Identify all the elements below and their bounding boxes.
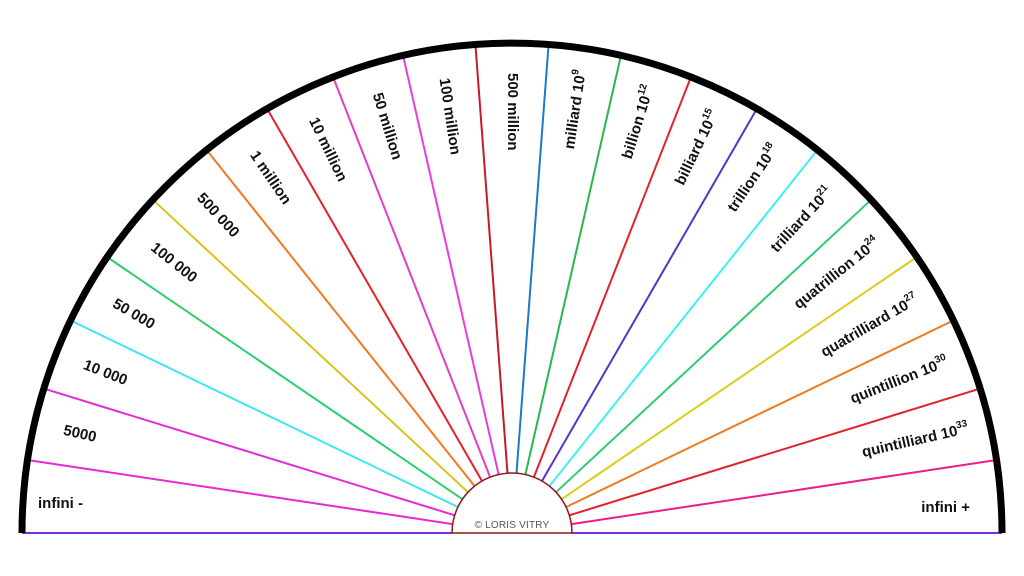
divider-line — [332, 76, 492, 478]
sector-label: billion 1012 — [617, 82, 658, 161]
svg-text:quatrilliard 1027: quatrilliard 1027 — [817, 289, 922, 361]
svg-text:100 million: 100 million — [436, 77, 464, 156]
divider-line — [27, 459, 453, 526]
divider-line — [561, 256, 918, 501]
sector-label: 500 million — [504, 73, 521, 151]
sector-label: quatrilliard 1027 — [817, 289, 922, 361]
divider-lines — [22, 44, 1002, 534]
divider-line — [569, 387, 981, 517]
divider-line — [402, 55, 500, 475]
left-end-label: infini - — [38, 495, 83, 512]
svg-text:5000: 5000 — [62, 422, 98, 446]
divider-line — [205, 149, 476, 487]
divider-line — [548, 149, 819, 487]
svg-text:trilliard 1021: trilliard 1021 — [766, 182, 837, 256]
credit-text: © LORIS VITRY — [475, 520, 550, 531]
right-end-label: infini + — [921, 499, 970, 516]
sector-label: 100 million — [436, 77, 464, 156]
divider-line — [43, 387, 455, 517]
sector-label: 10 000 — [81, 356, 130, 389]
outer-arc — [18, 39, 1006, 534]
svg-text:1 million: 1 million — [246, 148, 294, 208]
divider-line — [565, 319, 954, 508]
sector-label: 1 million — [246, 148, 294, 208]
sector-label: 50 million — [369, 91, 406, 162]
sector-label: 10 million — [305, 115, 350, 185]
sector-label: quintillion 1030 — [847, 351, 951, 407]
svg-text:100 000: 100 000 — [147, 239, 200, 286]
divider-line — [70, 319, 459, 508]
svg-text:billion 1012: billion 1012 — [617, 82, 658, 161]
divider-line — [555, 198, 872, 493]
svg-text:billiard 1015: billiard 1015 — [670, 106, 723, 188]
svg-text:10 million: 10 million — [305, 115, 350, 185]
sector-label: 50 000 — [110, 295, 158, 333]
divider-line — [524, 55, 622, 475]
sector-label: quintilliard 1033 — [860, 418, 971, 461]
sector-label: billiard 1015 — [670, 106, 723, 188]
divider-line — [532, 76, 692, 478]
sector-label: 500 000 — [193, 190, 242, 241]
divider-line — [152, 198, 469, 493]
sector-label: 100 000 — [147, 239, 200, 286]
svg-text:500 million: 500 million — [504, 73, 521, 151]
sector-label: milliard 109 — [559, 68, 590, 150]
divider-line — [474, 44, 509, 474]
sector-label: trilliard 1021 — [766, 182, 837, 256]
svg-text:10 000: 10 000 — [81, 356, 130, 389]
svg-text:50 million: 50 million — [369, 91, 406, 162]
svg-text:50 000: 50 000 — [110, 295, 158, 333]
divider-line — [571, 459, 997, 526]
divider-line — [106, 256, 463, 501]
inner-semicircle — [451, 472, 573, 534]
sector-label: 5000 — [62, 422, 98, 446]
svg-text:quintillion 1030: quintillion 1030 — [847, 351, 951, 407]
svg-text:quatrillion 1024: quatrillion 1024 — [789, 232, 883, 313]
sector-label: quatrillion 1024 — [789, 232, 883, 313]
svg-text:quintilliard 1033: quintilliard 1033 — [860, 418, 971, 461]
divider-line — [266, 108, 483, 482]
divider-line — [515, 44, 550, 474]
divider-line — [541, 108, 758, 482]
svg-text:500 000: 500 000 — [193, 190, 242, 241]
svg-text:milliard 109: milliard 109 — [559, 68, 590, 150]
